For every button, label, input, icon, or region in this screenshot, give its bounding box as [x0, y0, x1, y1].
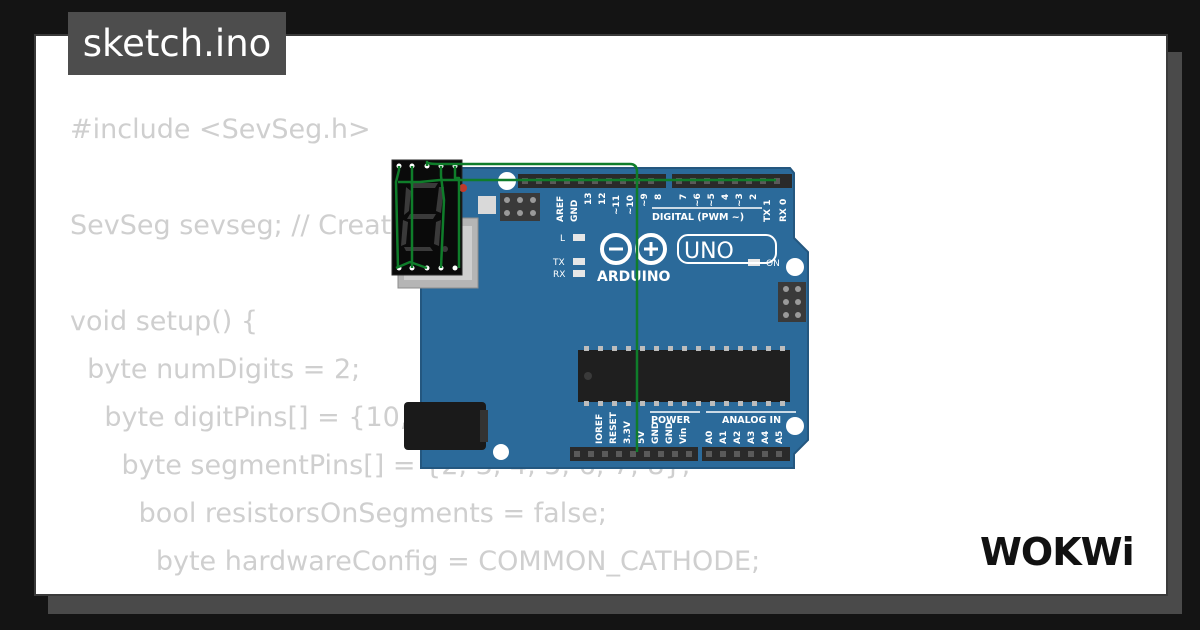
led-label-rx: RX [553, 270, 565, 280]
wire-digital [398, 178, 776, 184]
led-l [573, 234, 585, 241]
pin-label: AREF [556, 196, 566, 222]
pin-label: 13 [584, 192, 594, 205]
icsp-header-right [778, 282, 806, 322]
atmega-chip [578, 346, 790, 406]
pin-label: RESET [609, 411, 619, 444]
pin-label: ~6 [693, 193, 703, 207]
analog-in-label: ANALOG IN [722, 415, 781, 426]
power-jack [404, 402, 486, 450]
led-label-l: L [560, 234, 565, 244]
code-line: bool resistorsOnSegments = false; [70, 498, 607, 529]
pin-label: A2 [733, 431, 743, 444]
code-line: byte numDigits = 2; [70, 354, 361, 385]
pin-label: 5V [637, 431, 647, 444]
power-header [570, 447, 698, 461]
pin-label: 8 [654, 194, 664, 200]
wire-5v [425, 160, 639, 452]
wire-segment [394, 166, 401, 269]
wire-segment [439, 166, 446, 269]
pin-label: A5 [775, 431, 785, 444]
pin-label: A1 [719, 431, 729, 444]
pin-label: TX 1 [763, 200, 773, 222]
analog-header [702, 447, 790, 461]
board-model: UNO [684, 239, 734, 264]
pin-label: GND [665, 422, 675, 444]
icsp-header-usb [500, 193, 540, 221]
pin-label: Vin [679, 428, 689, 444]
pin-label: ~10 [626, 195, 636, 215]
wire-segment [453, 166, 461, 268]
pin-label: ~9 [640, 193, 650, 207]
pin-label: ~5 [707, 193, 717, 207]
pin-label: 7 [679, 194, 689, 200]
pin-label: ~3 [735, 193, 745, 207]
wires [394, 160, 776, 452]
pin-label: A0 [705, 431, 715, 444]
led-tx [573, 258, 585, 265]
wire-segment [395, 260, 428, 270]
pin-label: RX 0 [779, 199, 789, 222]
reset-button[interactable] [478, 196, 496, 214]
code-line: byte hardwareConfig = COMMON_CATHODE; [70, 546, 761, 577]
decimal-led [459, 184, 467, 192]
mounting-hole [493, 444, 509, 460]
pin-label: IOREF [595, 414, 605, 444]
pin-label: GND [651, 422, 661, 444]
power-label: POWER [651, 415, 691, 426]
digital-header-label: DIGITAL (PWM ~) [652, 212, 744, 223]
pin-label: GND [570, 200, 580, 222]
pin-label: A4 [761, 431, 771, 444]
segment-digit [401, 183, 448, 252]
pin-label: 12 [598, 192, 608, 205]
pin-label: 2 [749, 194, 759, 200]
mounting-hole [786, 258, 804, 276]
on-label: ON [766, 259, 780, 269]
led-label-tx: TX [552, 258, 565, 268]
pin-label: 3.3V [623, 421, 633, 444]
board-brand: ARDUINO [597, 269, 671, 285]
pin-label: ~11 [612, 195, 622, 215]
pin-label: 4 [721, 194, 731, 200]
wokwi-logo-text: WOKWi [980, 530, 1134, 574]
code-line: void setup() { [70, 306, 259, 337]
pin-label: A3 [747, 431, 757, 444]
code-line: #include <SevSeg.h> [70, 114, 371, 145]
wokwi-logo: WOKWi [980, 530, 1135, 574]
mounting-hole [786, 417, 804, 435]
file-tab-sketch[interactable]: sketch.ino [68, 12, 286, 75]
led-rx [573, 270, 585, 277]
